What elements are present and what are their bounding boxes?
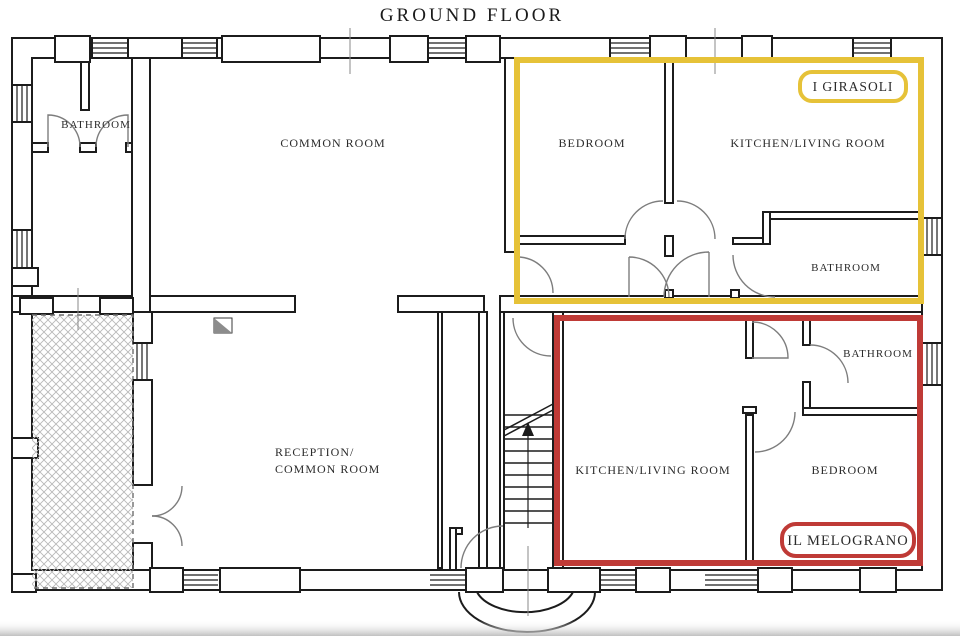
room-label-bathroom-nw: BATHROOM <box>61 119 131 131</box>
unit-label-girasoli: I GIRASOLI <box>813 79 894 94</box>
page-bottom-shadow <box>0 620 960 636</box>
staircase <box>503 403 554 528</box>
terrace-hatch <box>32 314 134 589</box>
room-label-kitchen-melograno: KITCHEN/LIVING ROOM <box>575 463 730 477</box>
room-label-common-room: COMMON ROOM <box>280 136 385 150</box>
room-label-bedroom-melograno: BEDROOM <box>811 463 878 477</box>
wall-piers <box>11 35 897 593</box>
walls <box>11 37 943 591</box>
room-label-reception-line2: COMMON ROOM <box>275 462 380 476</box>
unit-label-melograno: IL MELOGRANO <box>787 533 908 549</box>
axis-ticks <box>77 28 716 616</box>
room-label-bedroom-girasoli: BEDROOM <box>558 136 625 150</box>
corner-marker <box>213 317 233 334</box>
room-label-kitchen-girasoli: KITCHEN/LIVING ROOM <box>730 136 885 150</box>
girasoli-badge <box>798 70 908 103</box>
room-label-bathroom-melograno: BATHROOM <box>843 348 913 360</box>
windows <box>12 38 942 586</box>
door-arcs <box>47 114 849 569</box>
unit-girasoli-outline <box>514 57 924 304</box>
room-label-bathroom-girasoli: BATHROOM <box>811 262 881 274</box>
melograno-badge <box>780 522 916 558</box>
page-title: GROUND FLOOR <box>380 5 564 26</box>
room-label-reception-line1: RECEPTION/ <box>275 445 354 459</box>
unit-melograno-outline <box>554 315 923 566</box>
